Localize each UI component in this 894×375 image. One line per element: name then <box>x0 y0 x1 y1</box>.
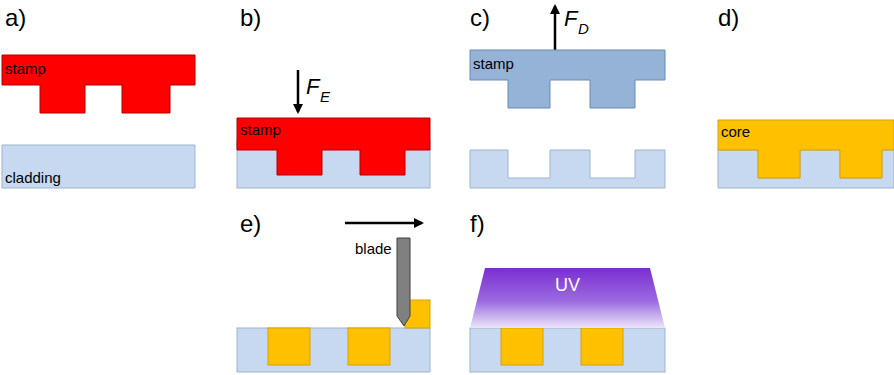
stamp-shape: stamp <box>470 50 665 108</box>
node-text: stamp <box>240 122 281 137</box>
force-symbol: F <box>564 8 577 30</box>
node-text: stamp <box>473 56 514 71</box>
cladding-layer <box>237 328 430 372</box>
core-layer: core <box>718 120 894 178</box>
node-text: UV <box>555 276 580 294</box>
force-arrow <box>554 6 557 50</box>
panel-label: c) <box>470 6 490 30</box>
stamp-shape <box>470 50 665 108</box>
stamp-shape <box>2 55 195 113</box>
core-filling <box>581 328 623 365</box>
panel-label: b) <box>240 6 261 30</box>
core-filling <box>348 328 390 365</box>
force-symbol: F <box>306 76 319 98</box>
force-subscript: E <box>320 89 330 104</box>
core-filling <box>501 328 543 365</box>
node-text: cladding <box>5 170 61 185</box>
force-arrow <box>297 70 300 112</box>
node-text: stamp <box>5 61 46 76</box>
force-subscript: D <box>578 21 589 36</box>
cladding-layer: cladding <box>2 145 195 188</box>
cladding-layer <box>2 145 195 188</box>
core-layer <box>718 120 894 178</box>
stamp-shape: stamp <box>2 55 195 113</box>
blade-shape <box>397 238 410 326</box>
stamp-shape: stamp <box>237 118 430 175</box>
uv-light <box>470 268 665 328</box>
node-text: core <box>721 124 750 139</box>
panel-label: a) <box>5 6 26 30</box>
imprinted-cladding <box>470 150 665 188</box>
panel-label: f) <box>470 212 485 236</box>
uv-light: UV <box>470 268 665 328</box>
panel-label: e) <box>240 212 261 236</box>
cladding-layer <box>470 328 665 372</box>
panel-label: d) <box>718 6 739 30</box>
stamp-shape <box>237 118 430 175</box>
core-filling <box>268 328 310 365</box>
part-label: blade <box>355 241 392 256</box>
motion-arrow <box>345 222 422 225</box>
